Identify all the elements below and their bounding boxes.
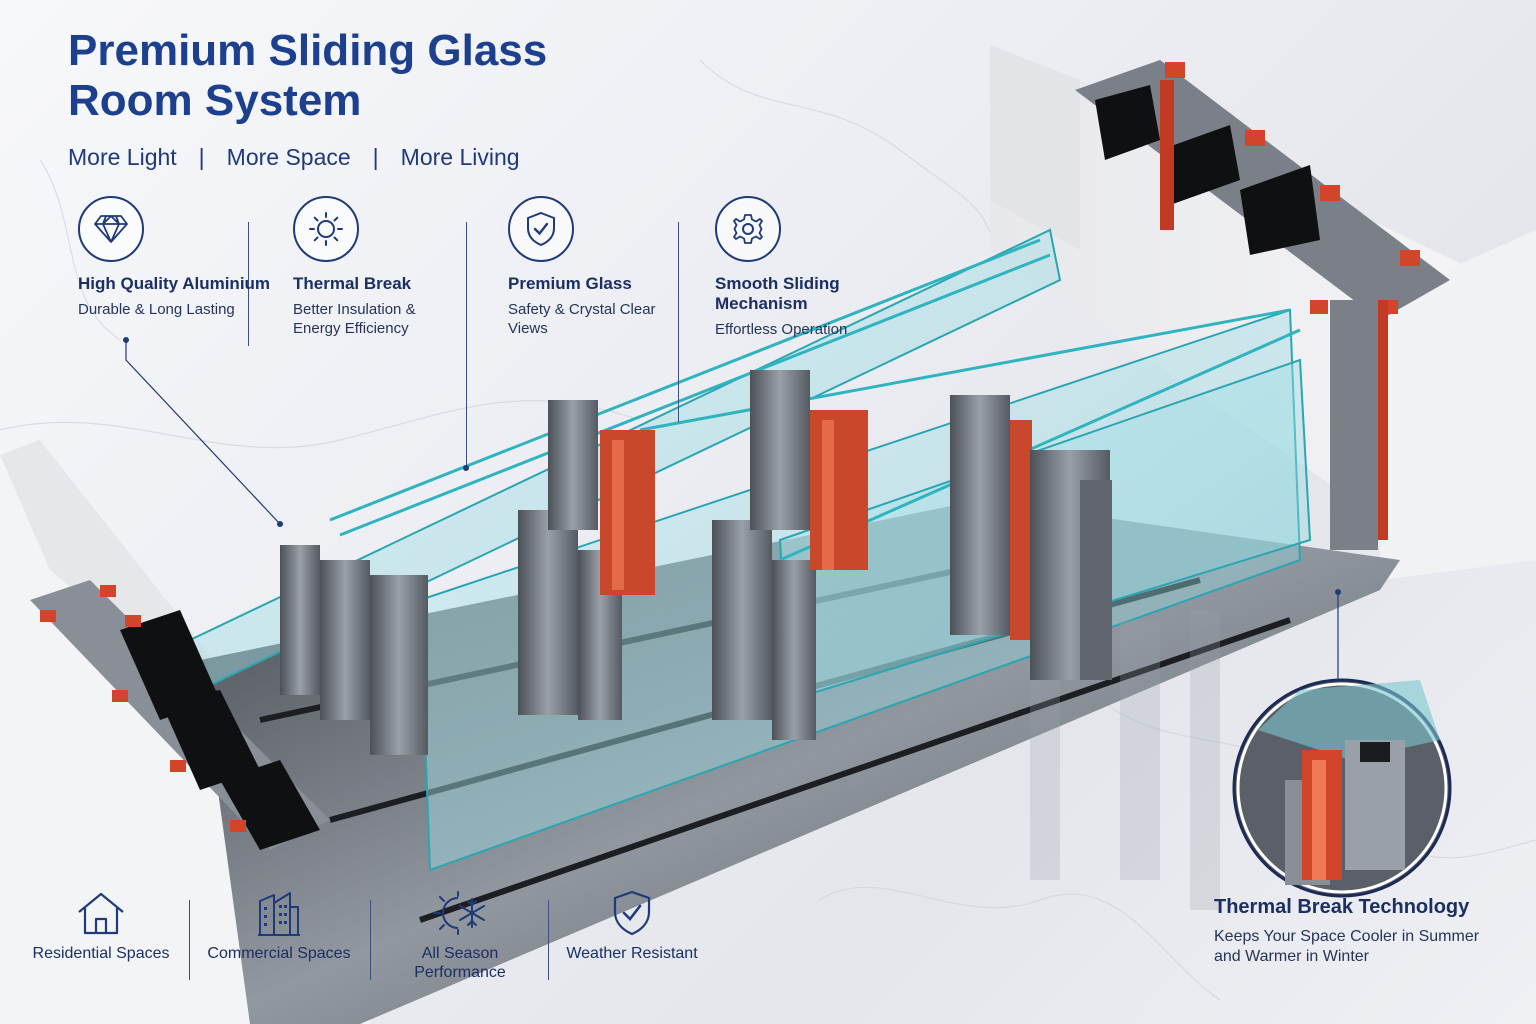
building-icon xyxy=(204,888,354,938)
bottom-divider-3 xyxy=(548,900,549,980)
feature-title: Premium Glass xyxy=(508,274,632,293)
header: Premium Sliding Glass Room System More L… xyxy=(68,26,628,171)
feature-aluminium: High Quality Aluminium Durable & Long La… xyxy=(78,196,278,319)
feature-title: Thermal Break xyxy=(293,274,412,293)
tagline-separator: | xyxy=(372,144,379,170)
gear-icon xyxy=(715,196,781,262)
sun-icon xyxy=(293,196,359,262)
bottom-item-label: Commercial Spaces xyxy=(207,945,351,962)
page-title: Premium Sliding Glass Room System xyxy=(68,26,548,125)
bottom-item-commercial: Commercial Spaces xyxy=(204,888,354,963)
feature-desc: Safety & Crystal Clear Views xyxy=(508,301,656,337)
feature-title: Smooth Sliding Mechanism xyxy=(715,274,840,313)
divider-2 xyxy=(466,222,467,467)
thermal-break-title: Thermal Break Technology xyxy=(1214,896,1470,918)
tagline-item-living: More Living xyxy=(400,144,520,170)
divider-1 xyxy=(248,222,249,346)
bottom-item-label: Weather Resistant xyxy=(566,945,698,962)
thermal-break-callout: Thermal Break Technology Keeps Your Spac… xyxy=(1214,896,1514,967)
bottom-item-residential: Residential Spaces xyxy=(26,888,176,963)
bottom-item-all-season: All Season Performance xyxy=(385,888,535,982)
bottom-item-label: Residential Spaces xyxy=(32,945,170,962)
tagline-item-light: More Light xyxy=(68,144,177,170)
feature-title: High Quality Aluminium xyxy=(78,274,271,293)
sun-snowflake-icon xyxy=(385,888,535,938)
bottom-divider-2 xyxy=(370,900,371,980)
feature-smooth-sliding: Smooth Sliding Mechanism Effortless Oper… xyxy=(715,196,915,339)
feature-desc: Durable & Long Lasting xyxy=(78,301,235,318)
feature-thermal-break: Thermal Break Better Insulation & Energy… xyxy=(293,196,493,338)
bottom-item-label: All Season Performance xyxy=(414,945,506,981)
bottom-item-weather: Weather Resistant xyxy=(557,888,707,963)
shield-check-icon xyxy=(508,196,574,262)
feature-desc: Effortless Operation xyxy=(715,321,848,338)
tagline-separator: | xyxy=(198,144,205,170)
thermal-break-desc: Keeps Your Space Cooler in Summer and Wa… xyxy=(1214,928,1480,965)
shield-check-icon xyxy=(557,888,707,938)
tagline-item-space: More Space xyxy=(226,144,351,170)
divider-3 xyxy=(678,222,679,422)
diamond-icon xyxy=(78,196,144,262)
feature-desc: Better Insulation & Energy Efficiency xyxy=(293,301,416,337)
feature-premium-glass: Premium Glass Safety & Crystal Clear Vie… xyxy=(508,196,708,338)
tagline: More Light | More Space | More Living xyxy=(68,144,628,171)
house-icon xyxy=(26,888,176,938)
bottom-divider-1 xyxy=(189,900,190,980)
